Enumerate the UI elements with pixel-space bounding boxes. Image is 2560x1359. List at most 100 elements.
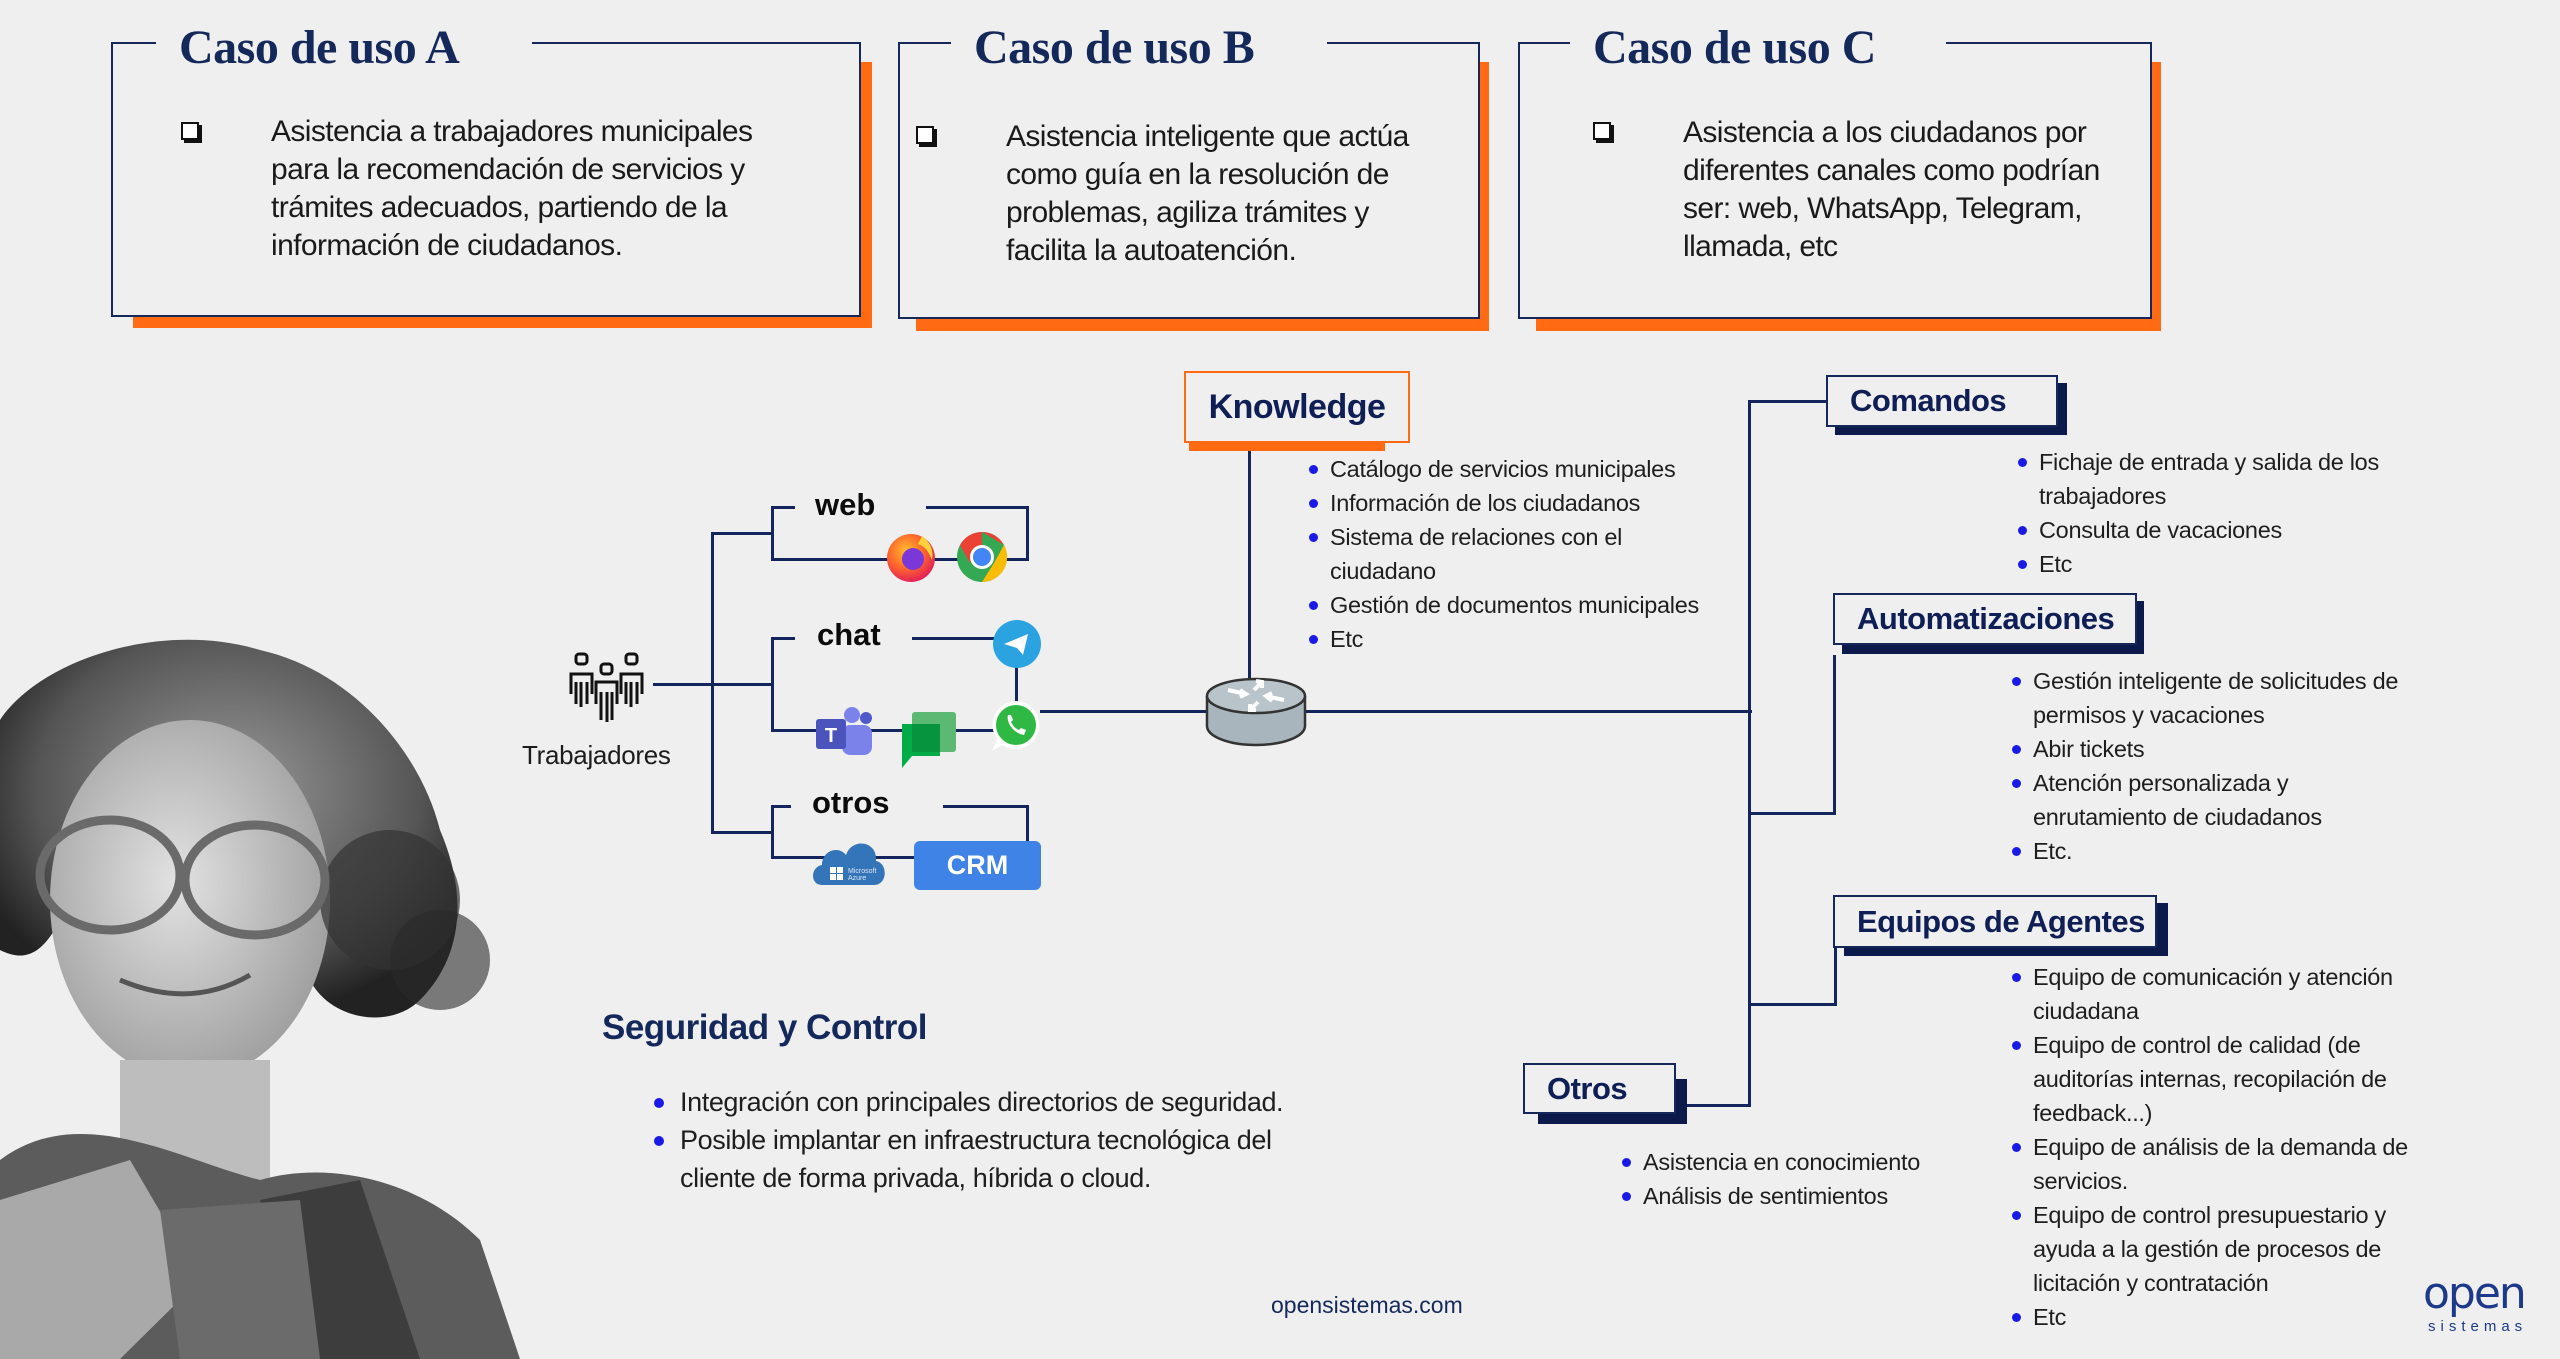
use-case-b-text: Asistencia inteligente que actúa como gu… [1006,118,1409,270]
google-chat-icon [900,710,960,775]
list-item: Etc [1309,622,1699,656]
item-text: Análisis de sentimientos [1643,1183,1888,1209]
item-text: Catálogo de servicios municipales [1330,456,1676,482]
connector-line [1748,812,1836,815]
connector-line [771,805,774,859]
portrait-photo [0,600,520,1359]
footer-url[interactable]: opensistemas.com [1271,1292,1463,1318]
item-text: Gestión de documentos municipales [1330,592,1699,618]
connector-line [771,506,795,509]
text-line: Asistencia a los ciudadanos por [1683,116,2087,149]
connector-line [771,637,774,732]
connector-line [943,805,1029,808]
channel-label-otros: otros [812,785,890,820]
comandos-title: Comandos [1826,375,2058,427]
logo-sistemas: sistemas [2428,1318,2528,1335]
router-icon [1204,676,1308,755]
channel-label-chat: chat [817,617,881,652]
crm-label: CRM [946,850,1009,880]
item-text: Atención personalizada y [2033,770,2289,796]
list-item: Gestión de documentos municipales [1309,588,1699,622]
list-item: Posible implantar en infraestructura tec… [654,1121,1283,1197]
text-line: Asistencia inteligente que actúa [1006,120,1409,153]
list-item: Sistema de relaciones con el ciudadano [1309,520,1699,588]
channel-label-web: web [815,487,876,522]
teams-icon: T [814,705,874,765]
item-text: Consulta de vacaciones [2039,517,2282,543]
azure-icon: Microsoft Azure [808,833,890,893]
connector-line [771,805,791,808]
list-item: Integración con principales directorios … [654,1083,1284,1121]
telegram-icon [992,619,1042,674]
item-text: Integración con principales directorios … [680,1087,1284,1117]
connector-line [926,506,1029,509]
list-item: Asistencia en conocimiento [1622,1145,1920,1179]
equipos-title: Equipos de Agentes [1833,895,2157,948]
item-text: cliente de forma privada, híbrida o clou… [680,1163,1151,1193]
text-line: ser: web, WhatsApp, Telegram, [1683,192,2083,225]
connector-line [771,506,774,561]
svg-text:T: T [825,725,837,747]
item-text: Equipo de control de calidad (de [2033,1032,2361,1058]
connector-line [1015,640,1018,726]
list-item: Abir tickets [2012,732,2398,766]
connector-line [1748,400,1828,403]
text-line: Asistencia a trabajadores municipales [271,115,753,148]
item-text: Información de los ciudadanos [1330,490,1641,516]
item-text: Equipo de comunicación y atención [2033,964,2393,990]
item-text: licitación y contratación [2033,1270,2269,1296]
connector-line [1026,805,1029,845]
item-text: Equipo de análisis de la demanda de [2033,1134,2408,1160]
list-item: Atención personalizada y enrutamiento de … [2012,766,2398,834]
connector-line [1248,450,1251,690]
item-text: enrutamiento de ciudadanos [2033,804,2322,830]
knowledge-title: Knowledge [1184,371,1410,443]
seguridad-list: Integración con principales directorios … [654,1083,1284,1197]
item-text: Etc. [2033,838,2073,864]
item-text: Etc [2039,551,2073,577]
text-line: diferentes canales como podrían [1683,154,2100,187]
connector-line [711,532,714,834]
checkbox-bullet-icon [181,122,199,140]
item-text: Abir tickets [2033,736,2145,762]
item-text: Equipo de control presupuestario y [2033,1202,2386,1228]
item-text: ciudadano [1330,558,1436,584]
knowledge-list: Catálogo de servicios municipales Inform… [1309,452,1699,656]
svg-text:Microsoft: Microsoft [848,868,876,875]
connector-line [912,637,1016,640]
list-item: Etc [2018,547,2379,581]
list-item: Etc. [2012,834,2398,868]
connector-line [771,729,1016,732]
text-line: información de ciudadanos. [271,229,623,262]
connector-line [1300,710,1752,713]
list-item: Equipo de análisis de la demanda de servi… [2012,1130,2408,1198]
item-text: Sistema de relaciones con el [1330,524,1623,550]
chrome-icon [955,530,1009,589]
use-case-c-title: Caso de uso C [1593,21,1876,74]
people-group-icon [568,652,646,729]
use-case-b-title: Caso de uso B [974,21,1255,74]
list-item: Información de los ciudadanos [1309,486,1699,520]
item-text: trabajadores [2039,483,2167,509]
logo-open: open [2423,1268,2527,1319]
seguridad-heading: Seguridad y Control [602,1008,927,1047]
list-item: Catálogo de servicios municipales [1309,452,1699,486]
item-text: servicios. [2033,1168,2128,1194]
otros-list: Asistencia en conocimiento Análisis de s… [1622,1145,1920,1213]
item-text: Etc [1330,626,1364,652]
text-line: problemas, agiliza trámites y [1006,196,1369,229]
otros-title: Otros [1523,1063,1676,1114]
connector-line [1680,1104,1751,1107]
connector-line [1040,710,1210,713]
connector-line [771,637,795,640]
item-text: Asistencia en conocimiento [1643,1149,1920,1175]
connector-line [1834,948,1837,1006]
use-case-c-text: Asistencia a los ciudadanos por diferent… [1683,114,2100,266]
text-line: trámites adecuados, partiendo de la [271,191,728,224]
text-line: facilita la autoatención. [1006,234,1297,267]
item-text: Gestión inteligente de solicitudes de [2033,668,2399,694]
